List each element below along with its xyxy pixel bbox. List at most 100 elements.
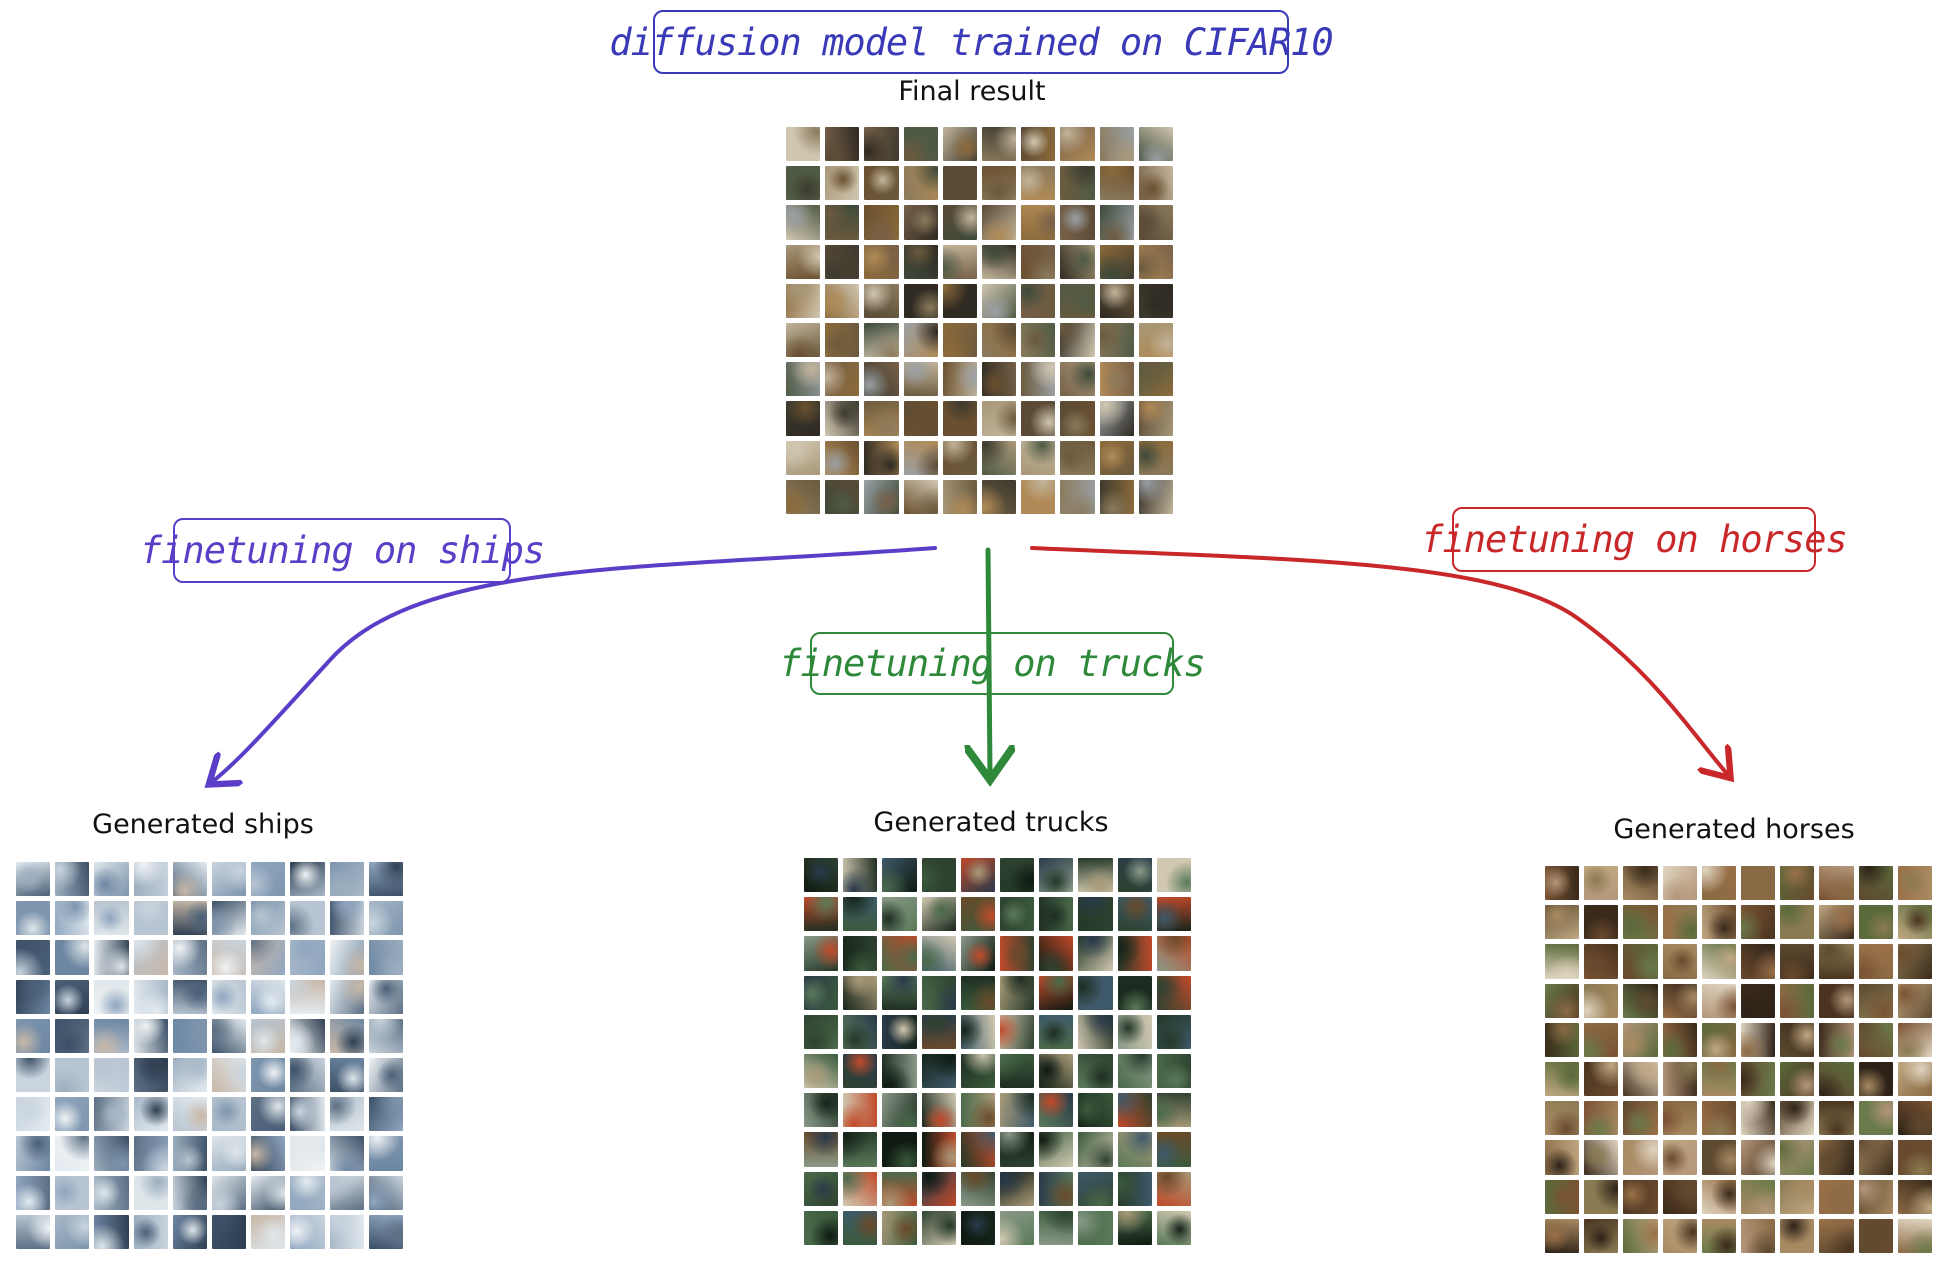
generated-sample-thumbnail [1897,1022,1933,1058]
generated-sample-thumbnail [1138,127,1174,162]
generated-sample-thumbnail [882,1132,917,1167]
generated-sample-thumbnail [1858,1179,1893,1214]
generated-sample-thumbnail [55,901,90,936]
generated-sample-thumbnail [921,936,956,971]
generated-sample-thumbnail [1701,1140,1737,1175]
generated-sample-thumbnail [903,401,938,436]
generated-ships-grid [16,862,404,1250]
generated-sample-thumbnail [1099,283,1134,319]
generated-sample-thumbnail [94,1214,129,1250]
generated-sample-thumbnail [368,862,404,897]
generated-sample-thumbnail [960,1054,996,1089]
generated-sample-thumbnail [960,975,996,1010]
generated-sample-thumbnail [960,1210,996,1246]
generated-sample-thumbnail [1000,1093,1035,1128]
generated-sample-thumbnail [786,440,821,475]
generated-sample-thumbnail [1897,905,1933,940]
generated-sample-thumbnail [1117,1171,1152,1206]
generated-sample-thumbnail [251,1097,286,1132]
generated-sample-thumbnail [1701,905,1737,940]
generated-sample-thumbnail [882,1014,917,1050]
generated-sample-thumbnail [1138,166,1174,201]
generated-sample-thumbnail [942,244,978,279]
generated-sample-thumbnail [1858,866,1893,901]
generated-sample-thumbnail [921,897,956,932]
generated-sample-thumbnail [290,862,325,897]
generated-sample-thumbnail [1021,323,1056,358]
generated-sample-thumbnail [212,1018,247,1054]
generated-sample-thumbnail [1117,1132,1152,1167]
generated-sample-thumbnail [55,862,90,897]
generated-sample-thumbnail [864,205,899,240]
generated-sample-thumbnail [1039,1171,1074,1206]
generated-sample-thumbnail [1000,1132,1035,1167]
generated-sample-thumbnail [1819,1101,1854,1136]
final-result-label: Final result [898,76,1046,107]
generated-sample-thumbnail [1545,944,1580,979]
generated-sample-thumbnail [1545,866,1580,901]
generated-sample-thumbnail [1078,1054,1113,1089]
generated-horses-grid [1545,866,1933,1254]
edge-label-trucks-text: finetuning on trucks [779,642,1206,685]
generated-sample-thumbnail [786,166,821,201]
generated-sample-thumbnail [1780,1022,1815,1058]
generated-sample-thumbnail [329,1058,364,1093]
generated-sample-thumbnail [16,979,51,1014]
generated-sample-thumbnail [1117,1093,1152,1128]
generated-sample-thumbnail [1078,1210,1113,1246]
generated-sample-thumbnail [903,244,938,279]
generated-sample-thumbnail [921,1093,956,1128]
generated-sample-thumbnail [882,1093,917,1128]
generated-sample-thumbnail [1039,1054,1074,1089]
generated-sample-thumbnail [1156,897,1192,932]
generated-sample-thumbnail [1584,1062,1619,1097]
generated-sample-thumbnail [329,940,364,975]
generated-sample-thumbnail [1099,166,1134,201]
generated-sample-thumbnail [1623,983,1658,1018]
generated-sample-thumbnail [1099,323,1134,358]
generated-sample-thumbnail [1662,983,1697,1018]
generated-sample-thumbnail [786,401,821,436]
generated-sample-thumbnail [1039,975,1074,1010]
edge-label-trucks: finetuning on trucks [779,632,1206,695]
generated-sample-thumbnail [290,1058,325,1093]
generated-sample-thumbnail [1701,1062,1737,1097]
generated-sample-thumbnail [94,1136,129,1171]
generated-sample-thumbnail [1156,1171,1192,1206]
generated-sample-thumbnail [251,901,286,936]
generated-sample-thumbnail [1623,1140,1658,1175]
generated-sample-thumbnail [864,244,899,279]
generated-sample-thumbnail [1060,244,1095,279]
generated-sample-thumbnail [1099,479,1134,515]
generated-sample-thumbnail [1741,1179,1776,1214]
generated-sample-thumbnail [1897,1101,1933,1136]
generated-sample-thumbnail [1138,401,1174,436]
generated-sample-thumbnail [368,1175,404,1210]
generated-sample-thumbnail [1117,936,1152,971]
generated-sample-thumbnail [921,1054,956,1089]
generated-sample-thumbnail [1897,1140,1933,1175]
generated-sample-thumbnail [133,1136,168,1171]
generated-sample-thumbnail [290,979,325,1014]
generated-sample-thumbnail [1741,944,1776,979]
generated-sample-thumbnail [1156,936,1192,971]
generated-sample-thumbnail [1584,1218,1619,1254]
generated-horses-label: Generated horses [1613,814,1855,845]
generated-sample-thumbnail [903,166,938,201]
generated-sample-thumbnail [903,362,938,397]
generated-sample-thumbnail [903,323,938,358]
generated-sample-thumbnail [251,1214,286,1250]
generated-sample-thumbnail [1545,905,1580,940]
generated-sample-thumbnail [1545,1140,1580,1175]
generated-sample-thumbnail [982,283,1017,319]
generated-sample-thumbnail [804,1054,839,1089]
generated-sample-thumbnail [133,1175,168,1210]
generated-sample-thumbnail [133,1058,168,1093]
generated-sample-thumbnail [329,979,364,1014]
generated-sample-thumbnail [1780,983,1815,1018]
generated-sample-thumbnail [290,1214,325,1250]
generated-sample-thumbnail [133,1214,168,1250]
generated-sample-thumbnail [1039,1210,1074,1246]
generated-sample-thumbnail [1701,983,1737,1018]
generated-sample-thumbnail [1662,1101,1697,1136]
